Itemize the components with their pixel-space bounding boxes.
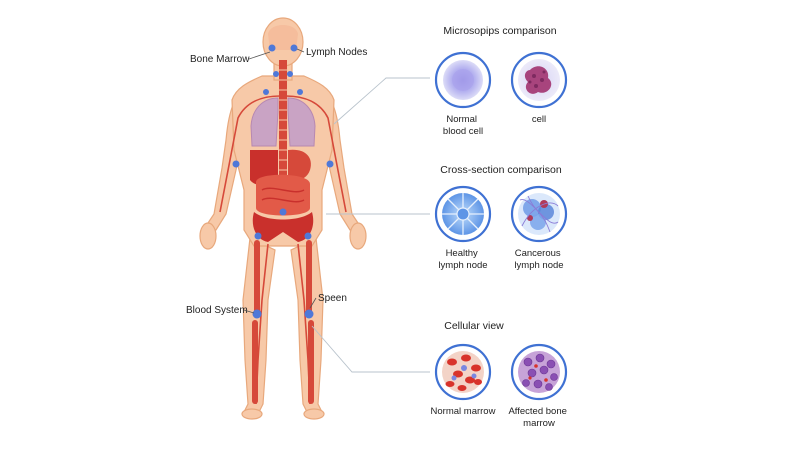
body-labels: Bone Marrow Lymph Nodes Blood System Spe…: [186, 47, 367, 316]
caption-healthy-lymph-node: Healthy lymph node: [438, 248, 487, 271]
left-hand: [199, 222, 217, 250]
label-bone-marrow: Bone Marrow: [190, 54, 250, 65]
abnormal-cell-granules: [528, 70, 546, 88]
panel-cellular: Cellular view Normal marrow Affected bon…: [431, 320, 569, 429]
caption-healthy-lymph-node-line1: Healthy: [446, 248, 478, 259]
right-lung: [287, 97, 316, 147]
label-spleen: Speen: [318, 293, 347, 304]
leader-blood-system: [243, 309, 255, 314]
right-foot: [303, 408, 325, 420]
caption-cancerous-lymph-node: Cancerous lymph node: [514, 248, 563, 271]
caption-affected-marrow-line1: Affected bone: [508, 406, 566, 417]
right-femur: [306, 240, 312, 314]
connector-cellular: [311, 325, 430, 373]
caption-cancerous-lymph-node-line2: lymph node: [514, 260, 563, 271]
right-hand: [349, 222, 367, 250]
affected-marrow-cells: [522, 353, 558, 391]
normal-marrow-white-cells: [451, 365, 477, 381]
panel-title-cross-section: Cross-section comparison: [440, 164, 562, 176]
caption-normal-blood-cell-line1: Normal: [446, 114, 477, 125]
label-blood-system: Blood System: [186, 305, 248, 316]
normal-blood-cell-core: [452, 69, 474, 91]
caption-cancerous-lymph-node-line1: Cancerous: [515, 248, 561, 259]
skull-outline: [268, 25, 298, 50]
panel-title-microscopic: Microsopips comparison: [443, 25, 556, 37]
caption-normal-blood-cell: Normal blood cell: [443, 114, 483, 137]
pelvis: [252, 212, 314, 242]
intestines: [256, 174, 310, 216]
connector-microscopic: [333, 77, 430, 125]
human-figure: [199, 17, 367, 420]
panel-cross-section: Cross-section comparison Healthy lymph n…: [434, 164, 568, 271]
caption-affected-marrow: Affected bone marrow: [508, 406, 569, 429]
lymph-node-markers: [232, 44, 334, 319]
left-foot: [241, 408, 263, 420]
stomach: [288, 149, 311, 180]
leader-bone-marrow: [248, 51, 271, 60]
leader-lymph-nodes: [296, 48, 305, 53]
spine: [279, 60, 287, 210]
affected-marrow-red-cells: [528, 364, 548, 382]
leader-spleen: [309, 297, 317, 309]
caption-cell: cell: [532, 114, 546, 125]
caption-healthy-lymph-node-line2: lymph node: [438, 260, 487, 271]
blood-vessels: [219, 95, 347, 405]
caption-normal-marrow-line1: Normal marrow: [431, 406, 496, 417]
intestine-folds: [261, 187, 305, 203]
normal-marrow-cells: [445, 354, 482, 391]
caption-cell-line1: cell: [532, 114, 546, 125]
panel-microscopic: Microsopips comparison Normal blood cell…: [434, 25, 568, 137]
label-lymph-nodes: Lymph Nodes: [306, 47, 367, 58]
healthy-lymph-node-center: [456, 207, 470, 221]
caption-normal-marrow: Normal marrow: [431, 406, 496, 417]
left-lung: [250, 97, 279, 147]
caption-affected-marrow-line2: marrow: [523, 418, 555, 429]
left-femur: [254, 240, 260, 314]
panel-title-cellular: Cellular view: [444, 320, 504, 332]
caption-normal-blood-cell-line2: blood cell: [443, 126, 483, 137]
connectors: [311, 77, 430, 373]
cancerous-lymph-node-fibers: [519, 195, 559, 233]
